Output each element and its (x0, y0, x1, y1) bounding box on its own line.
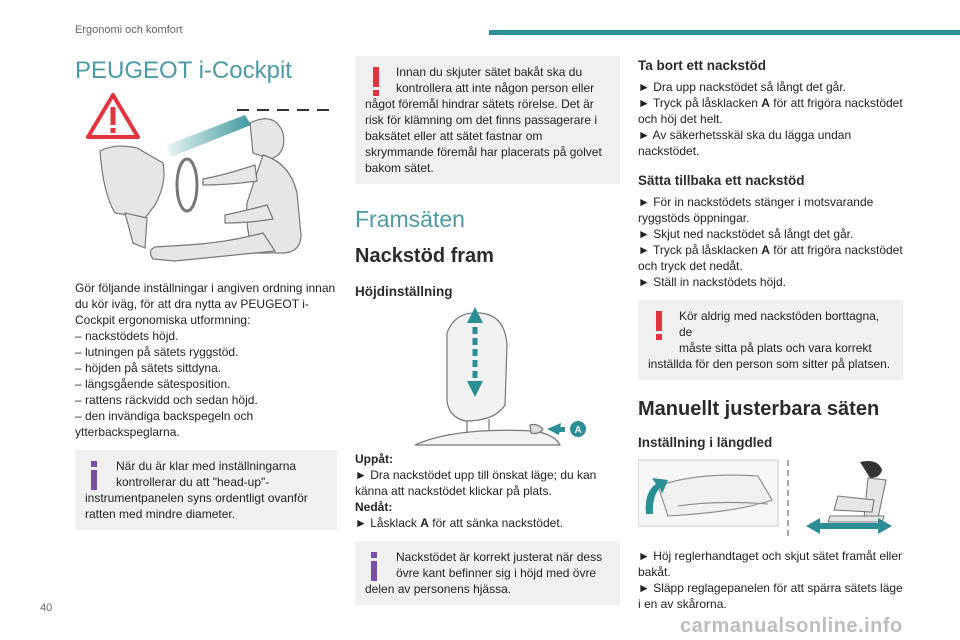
info-line: Nackstödet är korrekt justerat när dess (396, 550, 603, 564)
info-note: När du är klar med inställningarna kontr… (75, 450, 337, 530)
warning-line: Innan du skjuter sätet bakåt ska du (396, 65, 583, 79)
refit-step: ► Tryck på låsklacken A för att frigöra … (638, 243, 903, 273)
refit-heading: Sätta tillbaka ett nackstöd (638, 173, 805, 188)
warning-note: Innan du skjuter sätet bakåt ska du kont… (355, 56, 620, 184)
remove-step: ► Dra upp nackstödet så långt det går. (638, 80, 847, 94)
warning-triangle-icon (86, 93, 140, 139)
remove-step: ► Tryck på låsklacken A för att frigöra … (638, 96, 903, 126)
watermark: carmanualsonline.info (680, 615, 903, 637)
length-step: ► Släpp reglagepanelen för att spärra sä… (638, 581, 903, 611)
step-item: – rattens räckvidd och sedan höjd. (75, 393, 258, 407)
refit-step: ► För in nackstödets stänger i motsvaran… (638, 195, 874, 225)
step-item: – den invändiga backspegeln och ytterbac… (75, 409, 254, 439)
info-icon (91, 461, 97, 490)
warning-rest: något föremål hindrar sätets rörelse. De… (365, 97, 602, 175)
length-heading: Inställning i längdled (638, 435, 773, 450)
exclamation-icon (373, 67, 379, 96)
warning-line: måste sitta på plats och vara korrekt (679, 341, 872, 355)
length-step: ► Höj reglerhandtaget och skjut sätet fr… (638, 549, 903, 579)
warning-line: Kör aldrig med nackstöden borttagna, de (679, 309, 880, 339)
height-heading: Höjdinställning (355, 284, 453, 299)
section-title: Framsäten (355, 206, 465, 232)
info-rest: delen av personens hjässa. (365, 582, 512, 596)
step-item: – längsgående sätesposition. (75, 377, 231, 391)
warning-note: Kör aldrig med nackstöden borttagna, de … (638, 300, 903, 380)
subsection-title: Nackstöd fram (355, 245, 494, 267)
column-1: PEUGEOT i-Cockpit (75, 50, 337, 530)
remove-step: ► Av säkerhetsskäl ska du lägga undan na… (638, 128, 852, 158)
headrest-illustration: A (414, 307, 586, 446)
manual-seats-heading: Manuellt justerbara säten (638, 398, 880, 420)
info-line: övre kant befinner sig i höjd med övre (396, 566, 597, 580)
page-title: PEUGEOT i-Cockpit (75, 57, 292, 84)
figure-label-a: A (575, 425, 582, 436)
column-2: Innan du skjuter sätet bakåt ska du kont… (355, 50, 620, 605)
info-line: När du är klar med inställningarna (116, 459, 297, 473)
info-icon (371, 552, 377, 581)
step-item: – nackstödets höjd. (75, 329, 179, 343)
info-note: Nackstödet är korrekt justerat när dess … (355, 541, 620, 605)
page-number: 40 (40, 602, 53, 614)
header-accent-bar (489, 30, 960, 35)
column-3: Ta bort ett nackstöd ► Dra upp nackstöde… (638, 50, 903, 612)
down-instruction: ► Låsklack A för att sänka nackstödet. (355, 516, 563, 530)
down-label: Nedåt: (355, 500, 393, 514)
running-header: Ergonomi och komfort (75, 24, 183, 36)
refit-step: ► Ställ in nackstödets höjd. (638, 275, 786, 289)
warning-line: kontrollera att inte någon person eller (396, 81, 595, 95)
up-label: Uppåt: (355, 452, 393, 466)
warning-rest: inställda för den person som sitter på p… (648, 357, 891, 371)
step-item: – höjden på sätets sittdyna. (75, 361, 222, 375)
up-instruction: ► Dra nackstödet upp till önskat läge; d… (355, 468, 597, 498)
exclamation-icon (656, 311, 662, 340)
info-rest: instrumentpanelen syns ordentligt ovanfö… (85, 491, 308, 521)
cockpit-illustration (86, 93, 329, 262)
remove-heading: Ta bort ett nackstöd (638, 58, 767, 73)
info-line: kontrollerar du att "head-up"- (116, 475, 270, 489)
intro-text: Gör följande inställningar i angiven ord… (75, 281, 336, 327)
refit-step: ► Skjut ned nackstödet så långt det går. (638, 227, 854, 241)
seat-length-illustration (638, 459, 892, 536)
step-item: – lutningen på sätets ryggstöd. (75, 345, 239, 359)
